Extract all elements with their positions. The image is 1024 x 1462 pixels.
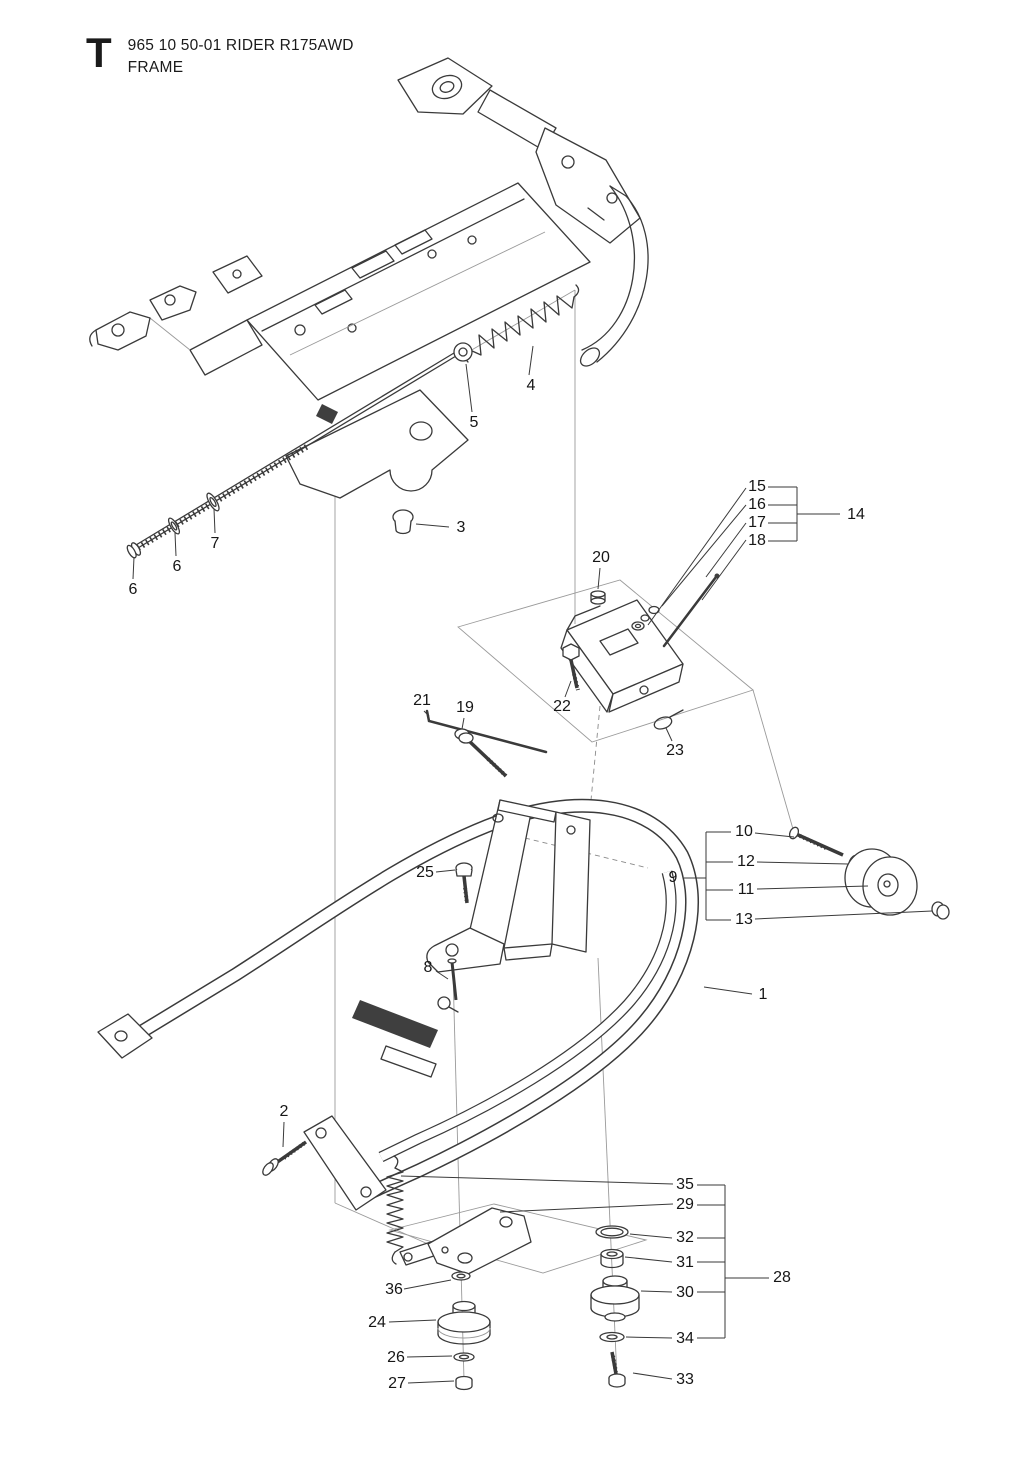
rod-21 (425, 709, 548, 754)
washer-34 (599, 1331, 625, 1343)
bolt-3 (392, 509, 414, 535)
spring-35 (386, 1155, 404, 1265)
rubber-mount-30 (590, 1275, 640, 1322)
pin-8 (437, 958, 459, 1013)
rubber-mount-24 (437, 1300, 491, 1345)
washer-26 (453, 1352, 475, 1362)
bolt-33 (608, 1351, 626, 1388)
bolt-25 (455, 862, 473, 904)
fasteners-15-16-17 (631, 605, 660, 631)
rod-nut-6 (126, 542, 142, 559)
bolt-2 (262, 1140, 308, 1176)
bushing-31 (600, 1248, 624, 1269)
diagram-title: FRAME (127, 59, 184, 76)
damper-plate-29 (399, 1207, 532, 1275)
clip-23 (653, 709, 684, 730)
part-number: 965 10 50-01 RIDER R175AWD (127, 37, 354, 54)
rod-washer-7 (206, 492, 220, 512)
ring-32 (595, 1225, 629, 1239)
main-tube-frame (97, 798, 700, 1211)
title-block: T 965 10 50-01 RIDER R175AWD FRAME (86, 29, 354, 77)
chassis-frame (89, 57, 649, 499)
leader-lines (132, 345, 933, 1384)
adjuster-rod (130, 342, 473, 552)
bolt-22 (562, 643, 580, 691)
title-text: 965 10 50-01 RIDER R175AWD FRAME (128, 34, 354, 77)
mount-bracket (560, 599, 684, 713)
pin-18 (662, 573, 720, 648)
rod-washer-6 (167, 517, 181, 535)
seat-bracket (426, 799, 591, 973)
bolt-19 (454, 728, 508, 778)
section-letter: T (86, 29, 112, 76)
nut-20 (590, 590, 606, 605)
washer-36 (451, 1271, 471, 1281)
wheel-assembly (788, 826, 950, 920)
nut-27 (455, 1375, 473, 1391)
